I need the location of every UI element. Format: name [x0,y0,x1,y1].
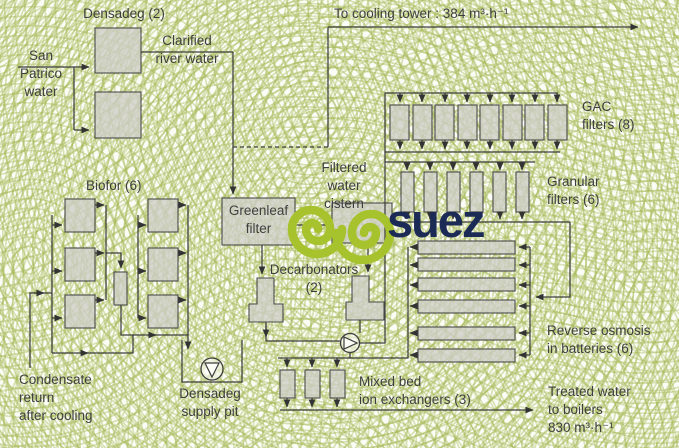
reverse-osmosis-section [278,240,531,363]
clarified-water-lines [141,23,639,195]
suez-swirl-icon [287,205,395,265]
mixed-bed-label: Mixed bed ion exchangers (3) [359,374,471,407]
san-patrico-feed-lines [18,63,90,134]
densadeg-units [94,27,142,139]
biofor-label: Biofor (6) [86,178,142,193]
greenleaf-filter-box [221,197,296,246]
densadeg-label: Densadeg (2) [83,6,165,21]
condensate-return-label: Condensate return after cooling [19,372,93,423]
greenleaf-filter-label: Greenleaf filter [228,203,289,236]
reverse-osmosis-label: Reverse osmosis in batteries (6) [547,323,651,356]
granular-filters-label: Granular filters (6) [547,174,600,207]
condensate-return-line [29,289,52,368]
clarified-river-water-label: Clarified river water [155,33,219,66]
densadeg-supply-pit-label: Densadeg supply pit [179,386,241,419]
filtered-water-cistern-label: Filtered water cistern [321,160,367,211]
biofor-section [51,198,192,357]
suez-logo-text: suez [387,194,485,247]
decarbonator-section [248,243,385,358]
granular-filter-section [385,161,571,301]
san-patrico-water-label: San Patrico water [19,48,63,99]
decarbonators-label: Decarbonators (2) [269,262,359,295]
densadeg-supply-pit [181,340,243,383]
mixed-bed-section [279,358,534,414]
gac-filters-label: GAC filters (8) [582,99,635,132]
treated-water-label: Treated water to boilers 830 m³·h⁻¹ [548,384,631,435]
to-cooling-tower-label: To cooling tower : 384 m³·h⁻¹ [334,6,509,21]
